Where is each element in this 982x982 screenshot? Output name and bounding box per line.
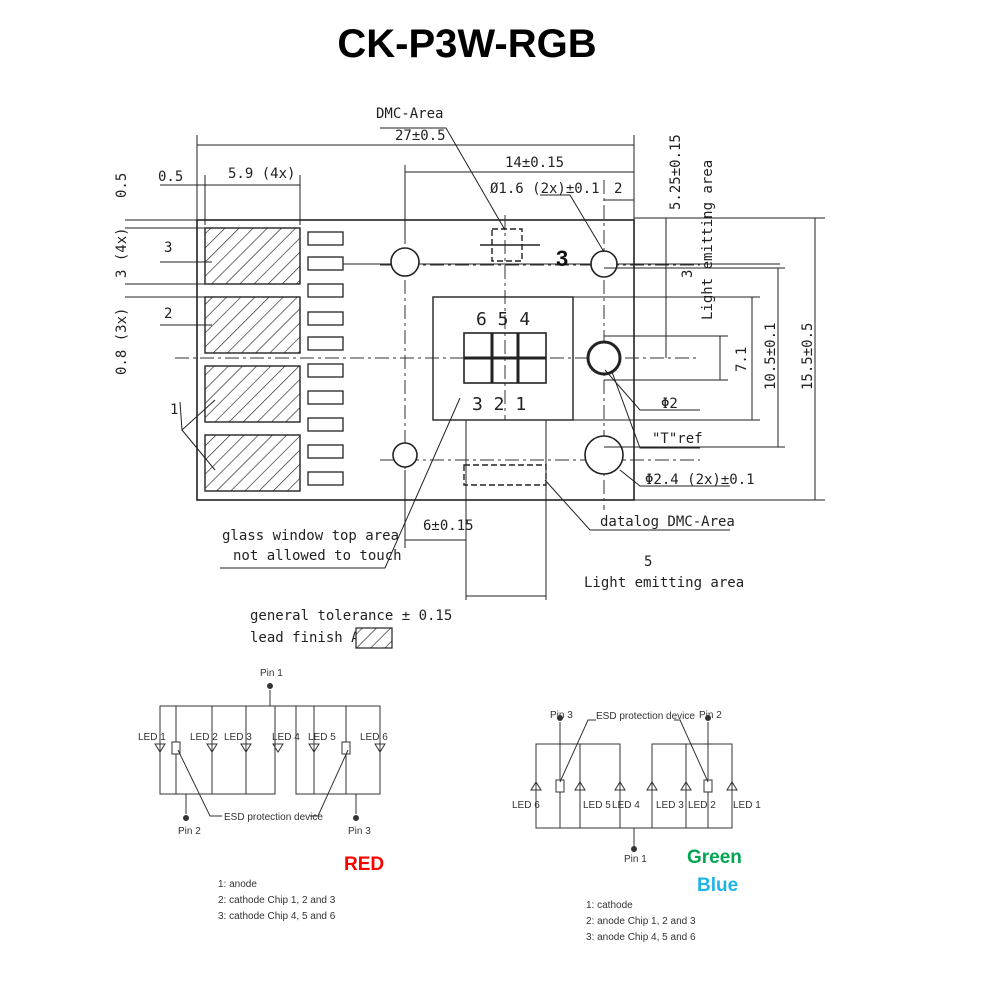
dim-7-1: 7.1: [734, 347, 750, 372]
gb-led1: LED 1: [733, 800, 761, 811]
gb-pin2: Pin 2: [699, 710, 722, 721]
mounting-holes: [390, 247, 624, 475]
red-pin1: Pin 1: [260, 668, 283, 679]
gb-led4: LED 4: [612, 800, 640, 811]
red-pin3: Pin 3: [348, 826, 371, 837]
red-legend-3: 3: cathode Chip 4, 5 and 6: [218, 911, 336, 922]
chip-numbers-top: 6 5 4: [476, 309, 530, 330]
dimension-lines: [125, 135, 825, 600]
lead-pads: [204, 227, 301, 492]
red-led4: LED 4: [272, 732, 300, 743]
dim-0-5-left: 0.5: [158, 169, 183, 185]
red-led2: LED 2: [190, 732, 218, 743]
phi-2-4: Φ2.4 (2x)±0.1: [645, 472, 755, 488]
gb-esd-label: ESD protection device: [596, 711, 695, 722]
gb-pin3: Pin 3: [550, 710, 573, 721]
t-ref: "T"ref: [652, 431, 703, 447]
marker-3: 3: [556, 246, 568, 271]
phi-2: Φ2: [661, 396, 678, 412]
gb-led3: LED 3: [656, 800, 684, 811]
blue-color-label: Blue: [697, 875, 738, 896]
pad-label-1: 1: [170, 402, 178, 418]
dim-1-6: Ø1.6 (2x)±0.1: [490, 181, 600, 197]
dmc-area-label: DMC-Area: [376, 106, 443, 122]
dim-2-top: 2: [614, 181, 622, 197]
light-area-right-num: 3: [680, 270, 696, 278]
glass-label-2: not allowed to touch: [233, 548, 402, 564]
chip-numbers-bottom: 3 2 1: [472, 394, 526, 415]
dim-27: 27±0.5: [395, 128, 446, 144]
red-led1: LED 1: [138, 732, 166, 743]
gb-legend-3: 3: anode Chip 4, 5 and 6: [586, 932, 696, 943]
dim-5-9: 5.9 (4x): [228, 166, 295, 182]
glass-label-1: glass window top area: [222, 528, 399, 544]
pad-label-2: 2: [164, 306, 172, 322]
green-blue-circuit: [530, 715, 738, 852]
lead-finish-text: lead finish Au: [250, 630, 368, 646]
red-pin2: Pin 2: [178, 826, 201, 837]
page-title: CK-P3W-RGB: [337, 22, 597, 66]
green-color-label: Green: [687, 847, 742, 868]
gb-led5: LED 5: [583, 800, 611, 811]
gb-pin1: Pin 1: [624, 854, 647, 865]
pad-label-3: 3: [164, 240, 172, 256]
datalog-label: datalog DMC-Area: [600, 514, 735, 530]
red-led6: LED 6: [360, 732, 388, 743]
dim-0-5-top: 0.5: [114, 173, 130, 198]
tolerance-text: general tolerance ± 0.15: [250, 608, 452, 624]
red-legend-1: 1: anode: [218, 879, 257, 890]
dmc-square: [480, 228, 540, 262]
light-area-bottom: Light emitting area: [584, 575, 744, 591]
leader-lines: [160, 127, 730, 569]
red-led3: LED 3: [224, 732, 252, 743]
red-esd-label: ESD protection device: [224, 812, 323, 823]
dim-14: 14±0.15: [505, 155, 564, 171]
dim-5-bottom: 5: [644, 554, 652, 570]
dim-6: 6±0.15: [423, 518, 474, 534]
gb-legend-1: 1: cathode: [586, 900, 633, 911]
small-pads: [307, 231, 344, 486]
gb-legend-2: 2: anode Chip 1, 2 and 3: [586, 916, 696, 927]
red-circuit: [154, 683, 386, 821]
gb-led6: LED 6: [512, 800, 540, 811]
lead-finish-swatch: [355, 627, 393, 649]
gb-led2: LED 2: [688, 800, 716, 811]
red-color-label: RED: [344, 854, 384, 875]
red-legend-2: 2: cathode Chip 1, 2 and 3: [218, 895, 336, 906]
red-led5: LED 5: [308, 732, 336, 743]
dim-10-5: 10.5±0.1: [763, 323, 779, 390]
dim-15-5: 15.5±0.5: [800, 323, 816, 390]
glass-window: [432, 296, 574, 486]
dim-5-25: 5.25±0.15: [668, 134, 684, 210]
light-area-right-text: Light emitting area: [700, 160, 716, 320]
dim-3-4x: 3 (4x): [114, 227, 130, 278]
dim-0-8-3x: 0.8 (3x): [114, 308, 130, 375]
